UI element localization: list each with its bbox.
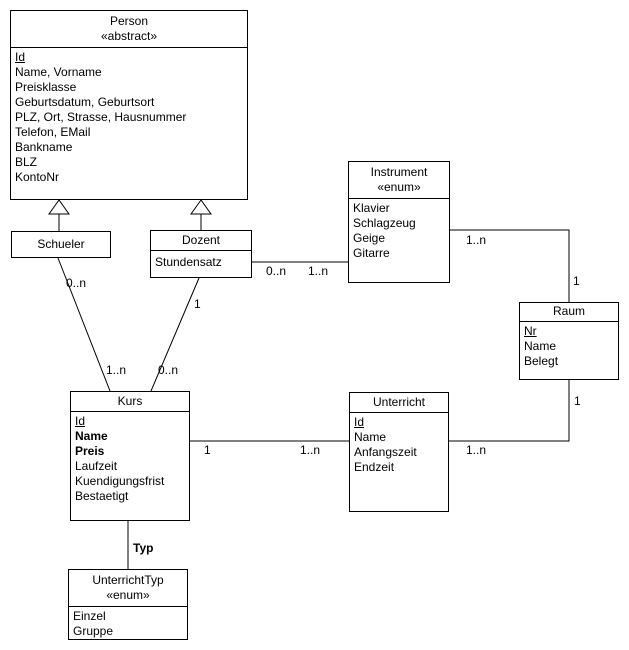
attribute-row: Gruppe	[73, 624, 114, 638]
class-stereotype: «abstract»	[100, 29, 158, 43]
class-unterrichttyp: UnterrichtTyp «enum» Einzel Gruppe	[68, 569, 188, 640]
association-name-label: Typ	[133, 541, 154, 555]
attribute-row: Telefon, EMail	[15, 125, 91, 139]
inheritance-arrow	[190, 199, 212, 215]
class-header: Kurs	[71, 392, 189, 412]
multiplicity-label: 0..n	[158, 363, 179, 377]
edge-schueler-person-generalization	[48, 199, 70, 231]
class-instrument: Instrument «enum» Klavier Schlagzeug Gei…	[348, 161, 450, 283]
class-dozent: Dozent Stundensatz	[150, 230, 252, 278]
class-header: Raum	[520, 303, 618, 322]
attribute-row: Geburtsdatum, Geburtsort	[15, 95, 155, 109]
attribute-row: Preis	[75, 444, 105, 458]
attribute-list: Id Name Anfangszeit Endzeit	[350, 413, 448, 475]
attribute-row: Preisklasse	[15, 80, 77, 94]
attribute-row: Belegt	[524, 354, 559, 368]
attribute-row: Schlagzeug	[353, 216, 416, 230]
attribute-list: Klavier Schlagzeug Geige Gitarre	[349, 199, 449, 261]
class-header: Instrument «enum»	[349, 162, 449, 199]
attribute-row: Name	[524, 339, 557, 353]
attribute-row: Gitarre	[353, 246, 390, 260]
attribute-row: Name	[354, 430, 387, 444]
class-stereotype: «enum»	[106, 588, 150, 602]
attribute-row: BLZ	[15, 155, 38, 169]
attribute-row: PLZ, Ort, Strasse, Hausnummer	[15, 110, 187, 124]
attribute-list: Stundensatz	[151, 251, 251, 270]
attribute-row: Geige	[353, 231, 386, 245]
attribute-list: Id Name, Vorname Preisklasse Geburtsdatu…	[11, 48, 247, 185]
class-unterricht: Unterricht Id Name Anfangszeit Endzeit	[349, 392, 449, 512]
class-title: UnterrichtTyp	[92, 573, 164, 587]
multiplicity-label: 1..n	[300, 443, 321, 457]
class-header: Dozent	[151, 231, 251, 251]
attribute-row: Id	[15, 50, 26, 64]
attribute-row: Id	[75, 414, 86, 428]
attribute-row: Name, Vorname	[15, 65, 102, 79]
inheritance-arrow	[48, 199, 70, 215]
attribute-row: Bankname	[15, 140, 73, 154]
attribute-row: Bestaetigt	[75, 489, 129, 503]
class-header: Unterricht	[350, 393, 448, 413]
multiplicity-label: 1..n	[308, 264, 329, 278]
class-header: Schueler	[12, 232, 110, 257]
class-stereotype: «enum»	[377, 180, 421, 194]
multiplicity-label: 1	[204, 443, 211, 457]
class-title: Dozent	[181, 233, 221, 247]
edge-dozent-person-generalization	[190, 199, 212, 230]
class-person: Person «abstract» Id Name, Vorname Preis…	[10, 10, 248, 200]
attribute-row: KontoNr	[15, 170, 60, 184]
attribute-list: Id Name Preis Laufzeit Kuendigungsfrist …	[71, 412, 189, 504]
attribute-row: Stundensatz	[155, 255, 222, 269]
edge-raum-unterricht	[449, 380, 570, 442]
class-title: Unterricht	[372, 395, 425, 409]
attribute-row: Anfangszeit	[354, 445, 417, 459]
class-header: UnterrichtTyp «enum»	[69, 570, 187, 607]
class-title: Person	[109, 14, 149, 28]
multiplicity-label: 1	[573, 274, 580, 288]
class-kurs: Kurs Id Name Preis Laufzeit Kuendigungsf…	[70, 391, 190, 521]
attribute-row: Endzeit	[354, 460, 395, 474]
multiplicity-label: 0..n	[266, 264, 287, 278]
class-header: Person «abstract»	[11, 11, 247, 48]
multiplicity-label: 1..n	[466, 443, 487, 457]
attribute-row: Kuendigungsfrist	[75, 474, 165, 488]
multiplicity-label: 0..n	[66, 276, 87, 290]
attribute-list: Nr Name Belegt	[520, 322, 618, 369]
class-title: Kurs	[117, 394, 143, 408]
attribute-list: Einzel Gruppe	[69, 607, 187, 639]
attribute-row: Id	[354, 415, 365, 429]
attribute-row: Einzel	[73, 609, 106, 623]
attribute-row: Name	[75, 429, 108, 443]
class-title: Raum	[552, 304, 585, 318]
attribute-row: Klavier	[353, 201, 390, 215]
multiplicity-label: 1	[574, 394, 581, 408]
multiplicity-label: 1..n	[106, 363, 127, 377]
class-schueler: Schueler	[11, 231, 111, 258]
attribute-row: Laufzeit	[75, 459, 118, 473]
class-title: Schueler	[37, 237, 85, 251]
class-raum: Raum Nr Name Belegt	[519, 302, 619, 380]
class-title: Instrument	[370, 165, 428, 179]
attribute-row: Nr	[524, 324, 537, 338]
multiplicity-label: 1	[194, 297, 201, 311]
multiplicity-label: 1..n	[466, 233, 487, 247]
